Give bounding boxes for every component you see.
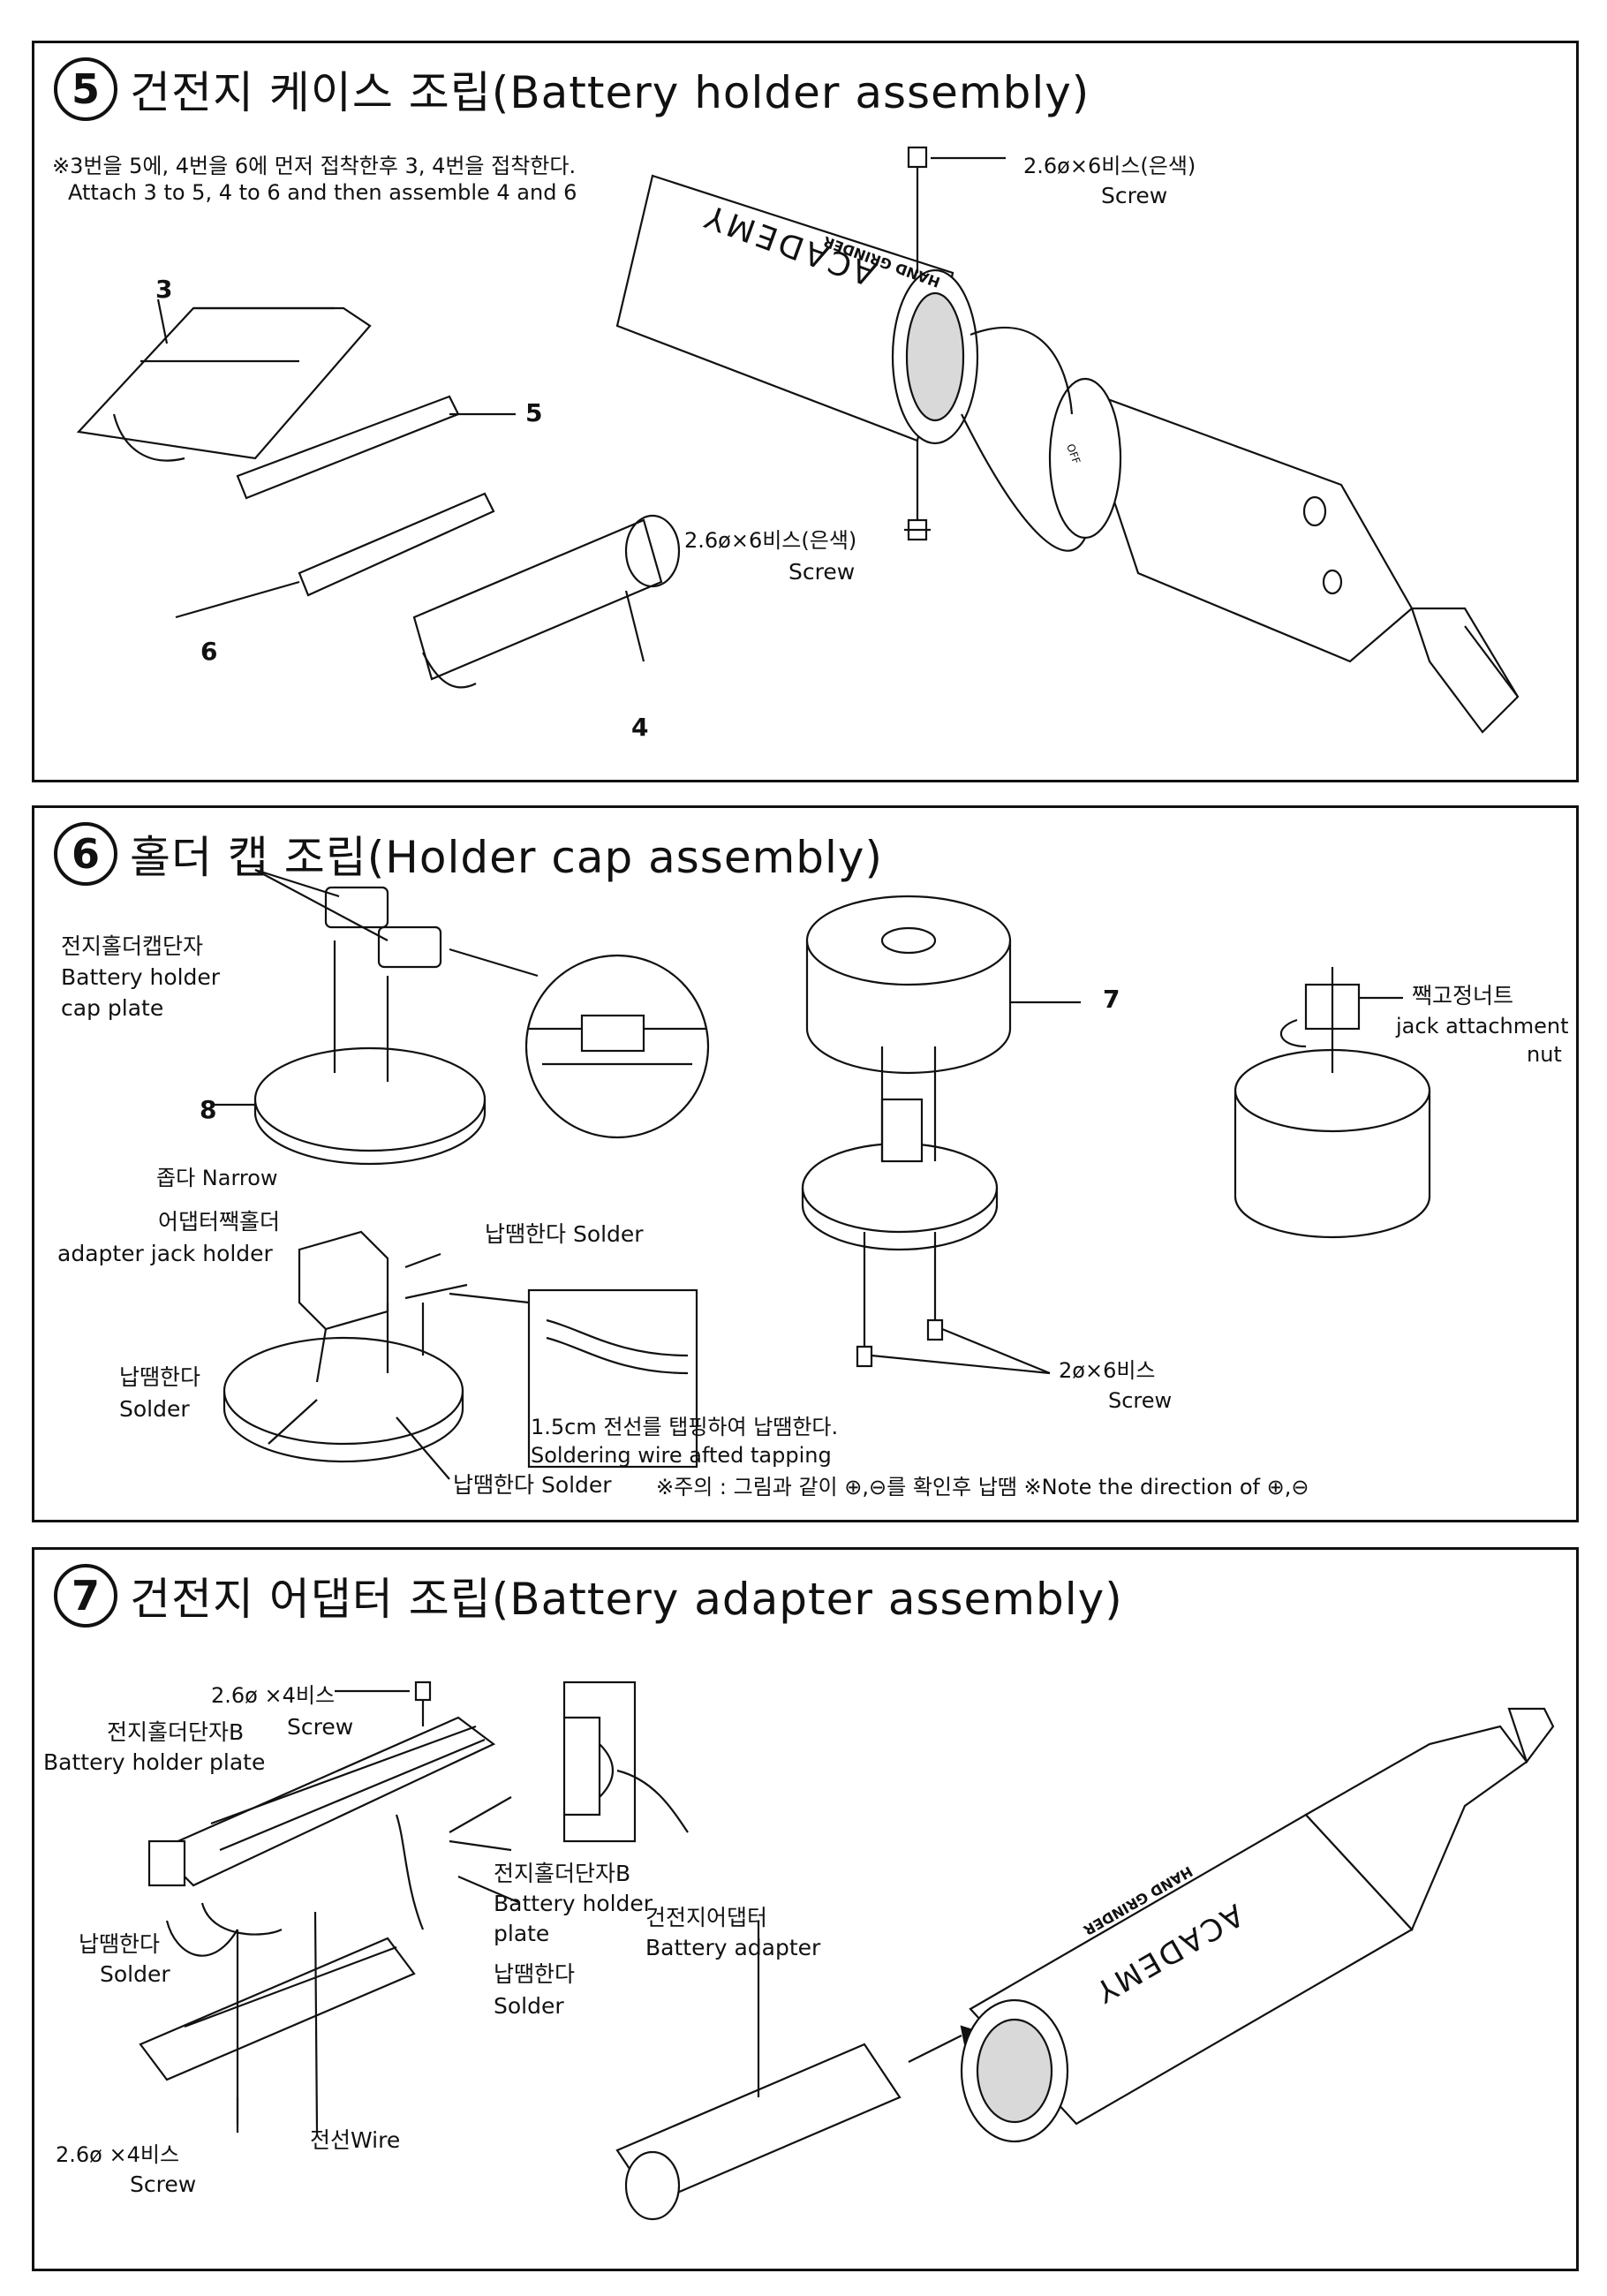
jack-holder-korean: 어댑터짹홀더 [158,1209,281,1235]
step6-panel: 6 홀더 캡 조립(Holder cap assembly) 전지홀더캡단자 B… [32,805,1579,1522]
screw-top-english: Screw [287,1714,354,1740]
cap-plate-english-1: Battery holder [61,964,221,990]
step-number: 7 [54,1564,117,1628]
step-number: 6 [54,822,117,886]
screw-korean: 2ø×6비스 [1059,1358,1156,1383]
plate-left-english: Battery holder plate [43,1749,266,1775]
plate-right-korean: 전지홀더단자B [494,1861,631,1886]
jack-nut-korean: 짹고정너트 [1412,983,1514,1008]
caution-note: ※주의 : 그림과 같이 ⊕,⊖를 확인후 납땜 ※Note the direc… [656,1475,1309,1499]
plate-right-english-2: plate [494,1921,550,1946]
part-label-3: 3 [155,275,173,304]
jack-nut-english-1: jack attachment [1396,1014,1569,1038]
adapter-korean: 건전지어댑터 [645,1905,768,1930]
part-label-7: 7 [1103,985,1120,1014]
solder-top-label: 납땜한다 Solder [485,1221,644,1247]
solder-right-korean: 납땜한다 [494,1961,576,1987]
screw-english: Screw [1108,1388,1173,1413]
part-label-6: 6 [200,637,218,666]
wire-note-english: Soldering wire afted tapping [531,1443,832,1468]
screw-bottom-korean: 2.6ø ×4비스 [56,2142,180,2167]
battery-adapter-illustration [139,1680,1555,2221]
part-label-8: 8 [200,1095,217,1124]
step-title: 홀더 캡 조립(Holder cap assembly) [130,832,884,883]
step-title: 건전지 케이스 조립(Battery holder assembly) [130,67,1090,118]
body-print-sub: HAND GRINDER [820,232,943,291]
step-number: 5 [54,57,117,121]
solder-left-english: Solder [119,1396,190,1422]
adapter-english: Battery adapter [645,1935,821,1960]
solder-left-korean: 납땜한다 [79,1931,161,1957]
screw-bottom-english: Screw [130,2171,197,2197]
note-korean: ※3번을 5에, 4번을 6에 먼저 접착한후 3, 4번을 접착한다. [52,154,577,178]
step7-title: 7 건전지 어댑터 조립(Battery adapter assembly) [54,1564,1123,1628]
jack-holder-english: adapter jack holder [57,1241,273,1266]
jack-nut-english-2: nut [1527,1042,1562,1067]
plate-right-english-1: Battery holder [494,1891,653,1916]
screw-top-english: Screw [1101,183,1168,208]
wire-note-korean: 1.5cm 전선를 탭핑하여 납땜한다. [531,1415,839,1439]
note-english: Attach 3 to 5, 4 to 6 and then assemble … [68,180,577,205]
screw-top-korean: 2.6ø×6비스(은색) [1023,154,1196,178]
wire-label: 전선Wire [310,2127,401,2153]
cap-plate-english-2: cap plate [61,995,164,1021]
part-label-5: 5 [525,398,543,427]
switch-label: OFF [1064,442,1083,466]
step5-panel: 5 건전지 케이스 조립(Battery holder assembly) ※3… [32,41,1579,782]
step6-title: 6 홀더 캡 조립(Holder cap assembly) [54,822,883,886]
step-title: 건전지 어댑터 조립(Battery adapter assembly) [130,1574,1123,1625]
step5-title: 5 건전지 케이스 조립(Battery holder assembly) [54,57,1090,121]
part-label-4: 4 [631,713,649,742]
narrow-label: 좁다 Narrow [156,1166,278,1190]
screw-bottom-korean: 2.6ø×6비스(은색) [684,528,857,553]
solder-right-english: Solder [494,1993,564,2019]
solder-left-korean: 납땜한다 [119,1364,201,1390]
solder-left-english: Solder [100,1961,170,1987]
solder-bottom-label: 납땜한다 Solder [453,1472,612,1498]
plate-left-korean: 전지홀더단자B [107,1719,245,1745]
step7-panel: 7 건전지 어댑터 조립(Battery adapter assembly) 2… [32,1547,1579,2271]
screw-top-korean: 2.6ø ×4비스 [211,1683,336,1708]
screw-bottom-english: Screw [788,559,856,585]
cap-plate-korean: 전지홀더캡단자 [61,933,204,959]
